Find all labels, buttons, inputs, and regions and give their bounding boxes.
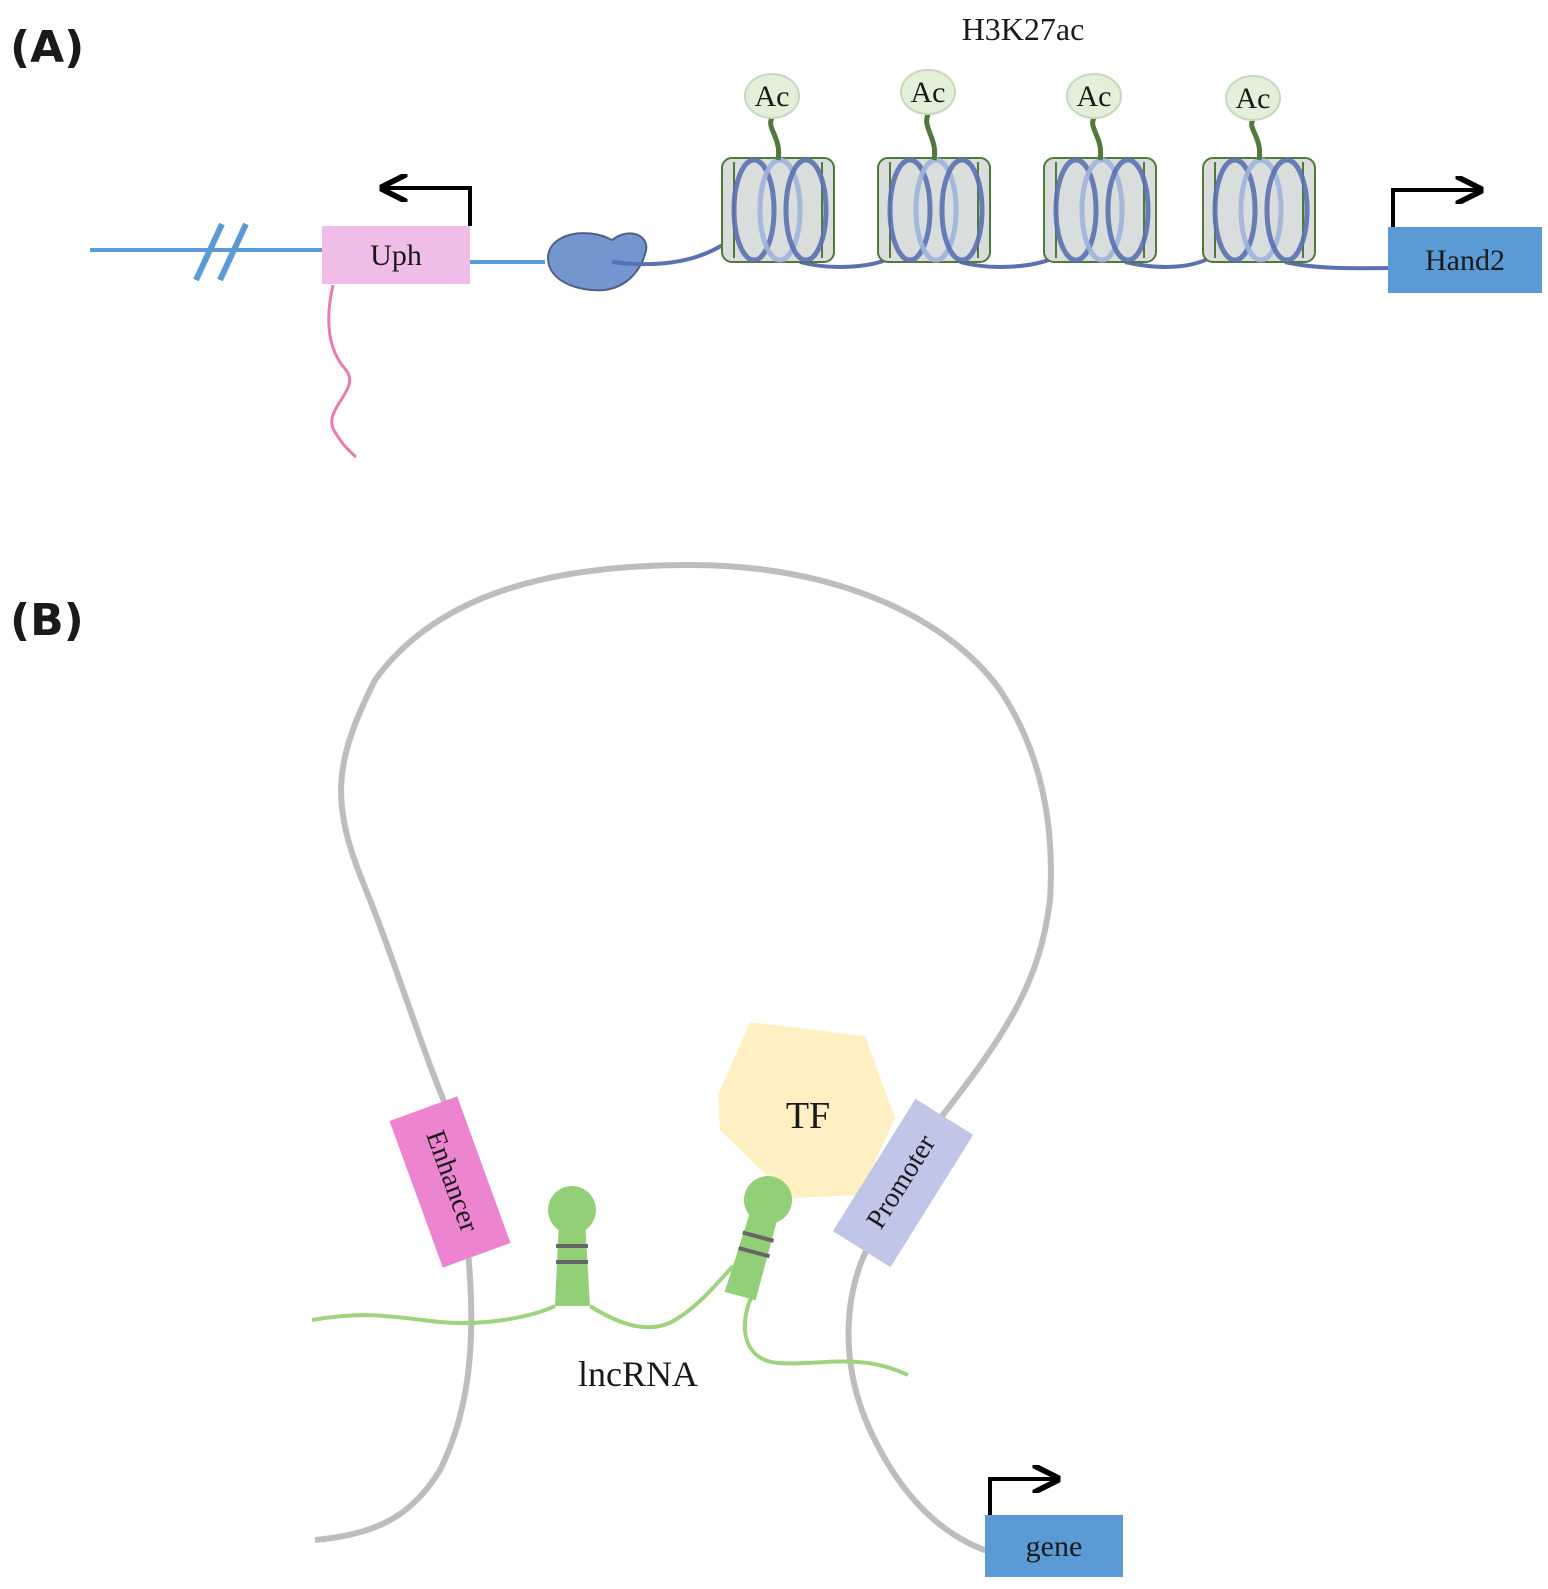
acetyl-group [1066,73,1122,119]
panel-a-label: (A) [10,22,84,73]
uph-transcript [327,284,357,459]
dna-wrap-3 [1264,157,1310,263]
nucleosome-1: Ac [721,73,835,263]
hairpin-2-stem [724,1207,779,1301]
enhancer-box [389,1096,511,1268]
hairpin-2-loop [744,1176,792,1224]
hand2-gene-box [1388,227,1542,293]
histone-tail [924,113,938,161]
lncrna-hairpin-2 [724,1176,792,1301]
nucleosome-4: Ac [1202,75,1316,263]
hand2-gene-label: Hand2 [1425,244,1505,277]
dna-wrap-1 [1212,157,1258,263]
uph-gene-box [322,226,470,284]
acetyl-label: Ac [1077,80,1112,113]
acetyl-group [1225,75,1281,121]
dna-wrap-1 [731,157,777,263]
lncrna-strand [311,1264,909,1377]
chromatin-loop [338,561,1054,1127]
acetyl-label: Ac [755,80,790,113]
lncrna-label: lncRNA [578,1354,698,1394]
promoter-box [832,1098,974,1268]
panel-a: (A) H3K27ac Uph Ac Ac Ac Ac Hand2 [10,11,1542,459]
dna-wrap-3 [783,157,829,263]
acetyl-label: Ac [1236,82,1271,115]
nucleosome-3: Ac [1043,73,1157,263]
break-mark-1 [193,222,225,282]
panel-b: (B) TF Enhancer Promoter [10,561,1123,1577]
acetyl-group [744,73,800,119]
enhancer: Enhancer [389,1096,511,1268]
hairpin-2-bond-2 [738,1246,770,1259]
histone-mark-label: H3K27ac [962,11,1085,47]
tf-hexagon [718,1022,895,1198]
gene-label: gene [1026,1530,1083,1563]
acetyl-group [900,69,956,115]
chromatin-tail-right [845,1241,991,1555]
dna-wrap-1 [887,157,933,263]
break-mark-2 [217,222,249,282]
gene-box [985,1515,1123,1577]
tf-label: TF [786,1095,830,1137]
chromatin-tail-left [314,1239,475,1543]
nucleosome-array: Ac Ac Ac Ac [721,69,1316,263]
chromatin-backbone [611,238,1397,271]
histone-tail [768,116,782,161]
hand2-tss-arrow [1391,190,1478,227]
dna-wrap-3 [939,157,985,263]
lncrna-hairpin-1 [548,1186,596,1306]
dna-wrap-3 [1105,157,1151,263]
acetyl-label: Ac [911,76,946,109]
nucleosome-2: Ac [877,69,991,263]
dna-wrap-1 [1053,157,1099,263]
gene-tss-arrow [988,1479,1055,1515]
hairpin-2-bond-1 [742,1230,775,1243]
chromatin-protein [546,232,648,292]
panel-b-label: (B) [10,595,84,646]
uph-gene-label: Uph [370,239,422,272]
histone-tail [1249,118,1263,161]
hairpin-1-loop [548,1186,596,1234]
uph-tss-arrow [385,188,472,226]
histone-tail [1090,116,1104,161]
